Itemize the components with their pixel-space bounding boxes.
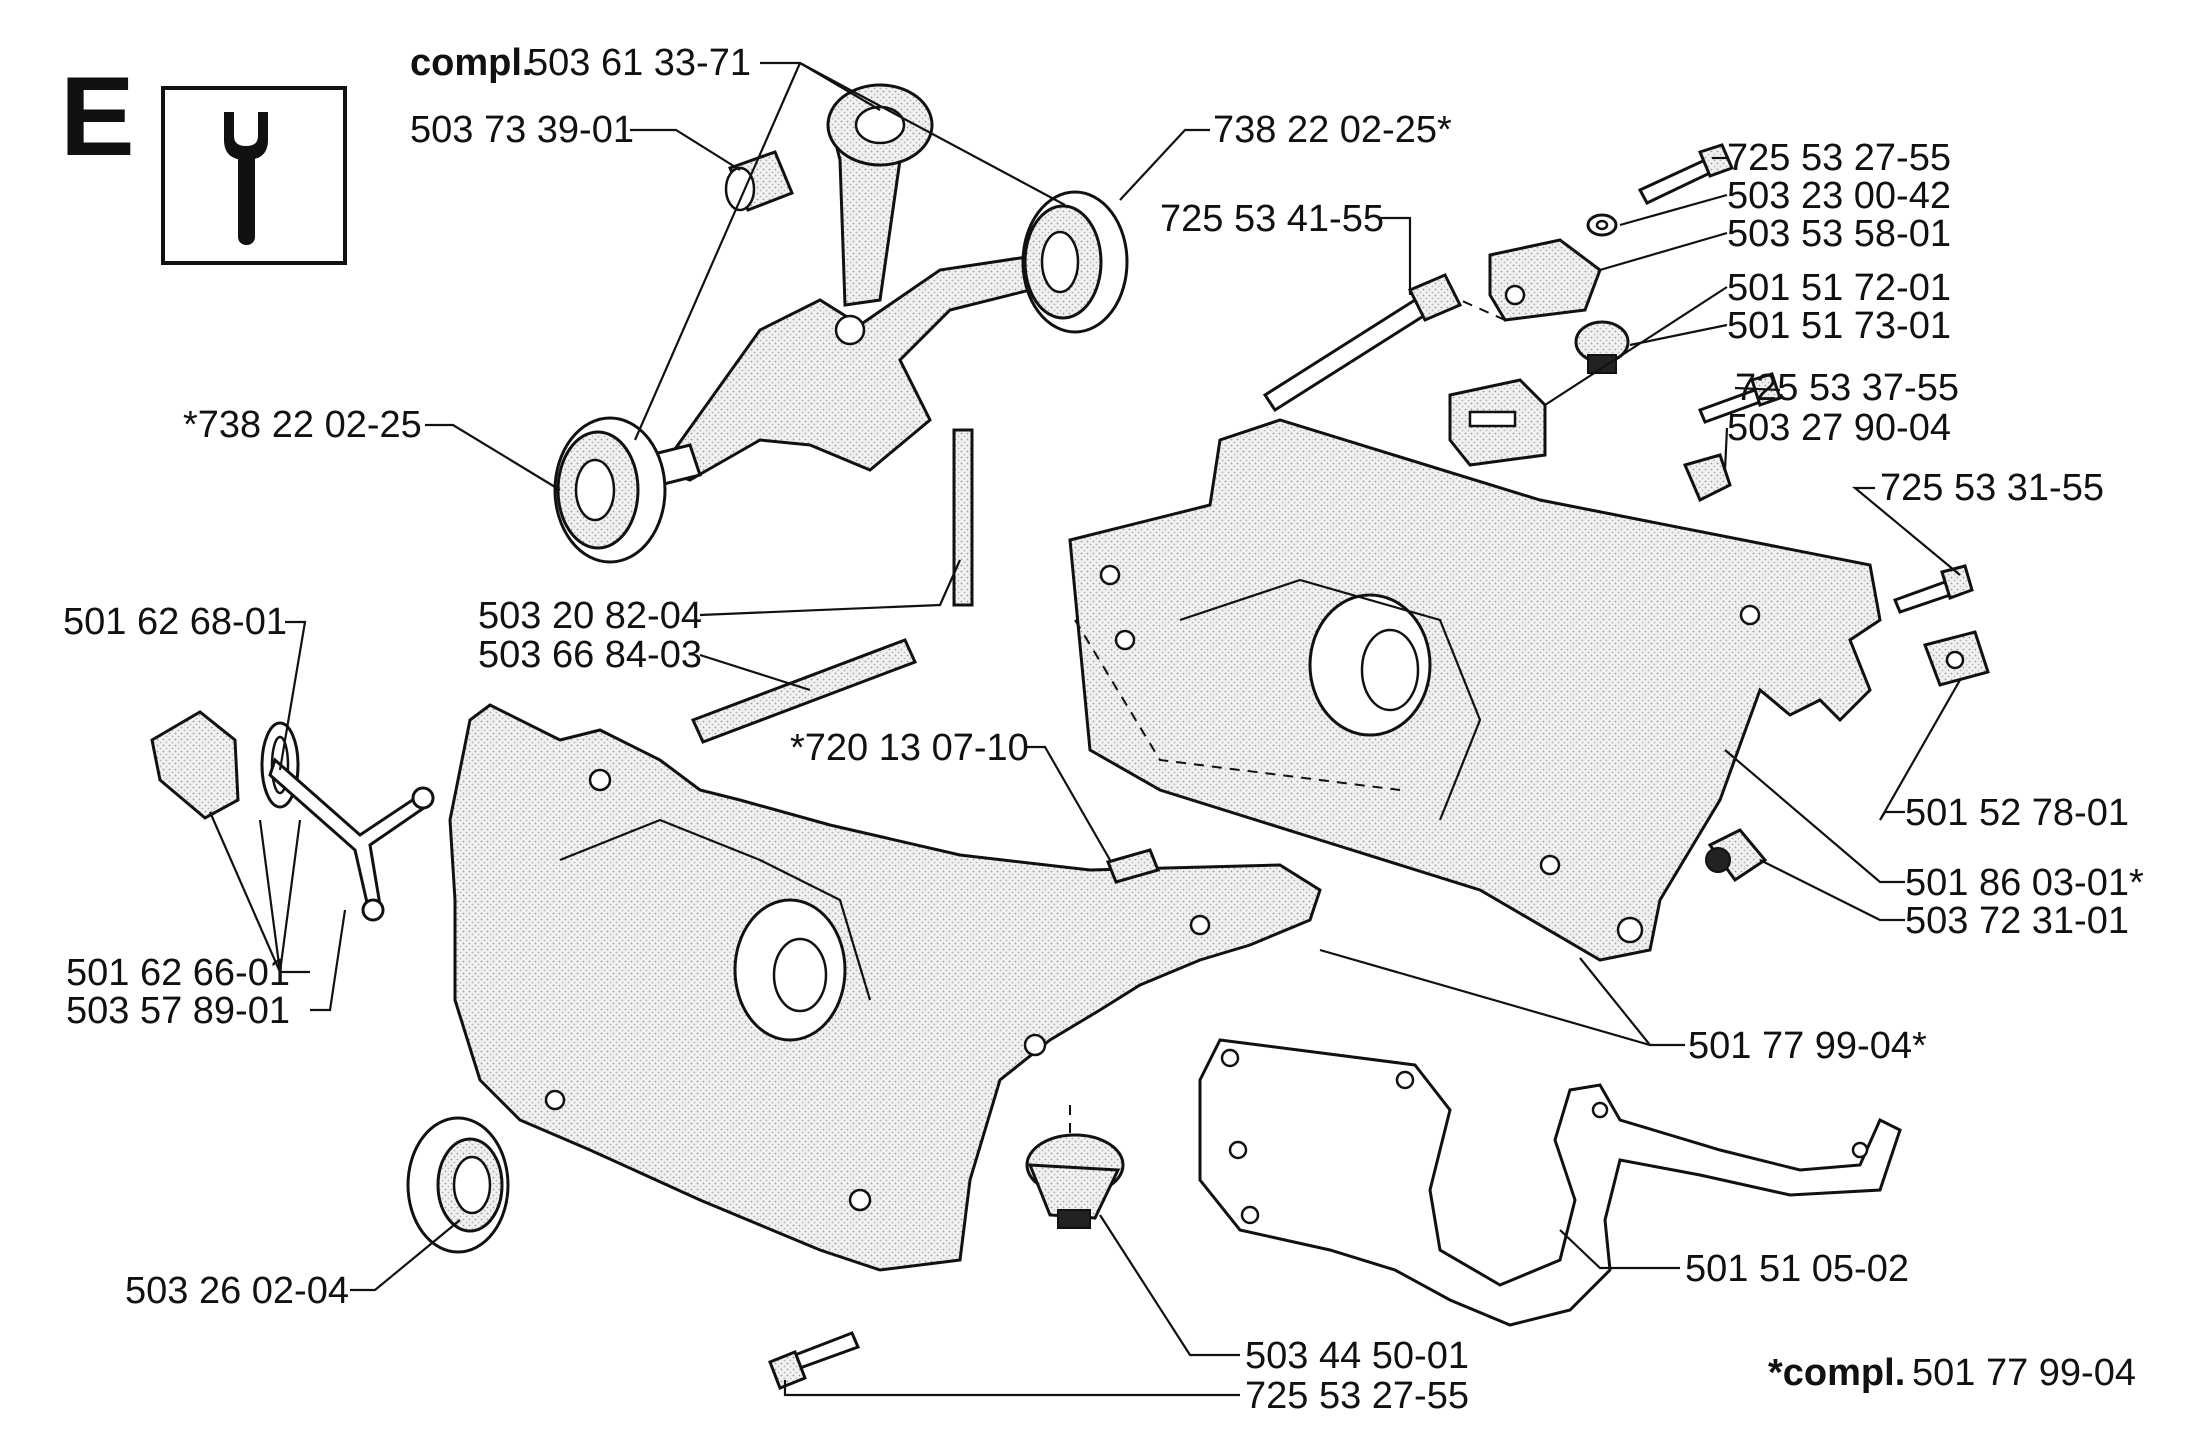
label-cap-b: 501 62 66-01 — [66, 952, 290, 994]
label-screw-mid: 725 53 37-55 — [1735, 367, 1959, 409]
label-stud: 503 20 82-04 — [478, 595, 702, 637]
footnote: *compl. 501 77 99-04 — [1768, 1352, 2136, 1394]
label-strap: 503 57 89-01 — [66, 990, 290, 1032]
crankshaft-part — [648, 83, 1052, 487]
long-screw-part — [1262, 273, 1463, 413]
label-bearing-left: *738 22 02-25 — [183, 404, 422, 446]
seal-part — [406, 1116, 510, 1254]
label-oil-plug: 503 44 50-01 — [1245, 1335, 1469, 1377]
label-seal: 503 26 02-04 — [125, 1270, 349, 1312]
label-cap-a: 501 62 68-01 — [63, 601, 287, 643]
label-bracket: 503 53 58-01 — [1727, 213, 1951, 255]
screw-bottom-part — [768, 1331, 861, 1390]
label-bearing-right: 738 22 02-25* — [1213, 109, 1452, 151]
label-crank-compl-word: compl. — [410, 42, 532, 84]
crankcase-right-half-part — [1068, 418, 1882, 962]
section-letter: E — [60, 54, 135, 179]
label-crankcase: 501 77 99-04* — [1688, 1025, 1927, 1067]
label-long-screw: 725 53 41-55 — [1160, 198, 1384, 240]
label-block: 501 51 72-01 — [1727, 267, 1951, 309]
label-plug-small: 503 27 90-04 — [1727, 407, 1951, 449]
oil-plug-part — [1025, 1133, 1125, 1229]
label-screw-right: 725 53 31-55 — [1880, 467, 2104, 509]
footnote-compl-word: *compl. — [1768, 1352, 1905, 1394]
crankcase-left-half-part — [448, 703, 1322, 1272]
part-labels: compl. 503 61 33-71 503 73 39-01 738 22 … — [63, 42, 2144, 1417]
label-screw-top: 725 53 27-55 — [1727, 137, 1951, 179]
washer-part — [1586, 213, 1618, 237]
wrench-icon — [161, 86, 347, 265]
stud-part — [952, 428, 974, 607]
gasket-part — [1198, 1038, 1902, 1327]
bracket-part — [1488, 238, 1602, 322]
ball-bearing-left-part — [553, 416, 667, 564]
oil-cap-part — [150, 710, 435, 922]
label-plug-top: 501 51 73-01 — [1727, 305, 1951, 347]
ball-bearing-right-part — [1021, 190, 1129, 334]
plug-right-part — [1705, 828, 1768, 883]
small-screw-top-part — [1637, 143, 1735, 205]
label-pin: *720 13 07-10 — [790, 727, 1029, 769]
nut-right-part — [1923, 630, 1990, 687]
plug-top-part — [1574, 320, 1630, 374]
tube-part — [690, 638, 918, 744]
label-tube: 503 66 84-03 — [478, 634, 702, 676]
screw-right-part — [1893, 564, 1974, 614]
label-gasket: 501 51 05-02 — [1685, 1248, 1909, 1290]
label-crank-compl-number: 503 61 33-71 — [527, 42, 751, 84]
needle-bearing-part — [724, 150, 794, 212]
leader-lines — [208, 61, 1961, 1397]
label-plug-right: 503 72 31-01 — [1905, 900, 2129, 942]
label-nut-right: 501 52 78-01 — [1905, 792, 2129, 834]
block-part — [1448, 378, 1547, 467]
label-grommet: 501 86 03-01* — [1905, 862, 2144, 904]
footnote-compl-number: 501 77 99-04 — [1912, 1352, 2136, 1394]
pin-part — [1105, 848, 1161, 884]
label-washer: 503 23 00-42 — [1727, 175, 1951, 217]
label-needle-bearing: 503 73 39-01 — [410, 109, 634, 151]
label-screw-bottom: 725 53 27-55 — [1245, 1375, 1469, 1417]
plug-small-part — [1682, 453, 1732, 503]
